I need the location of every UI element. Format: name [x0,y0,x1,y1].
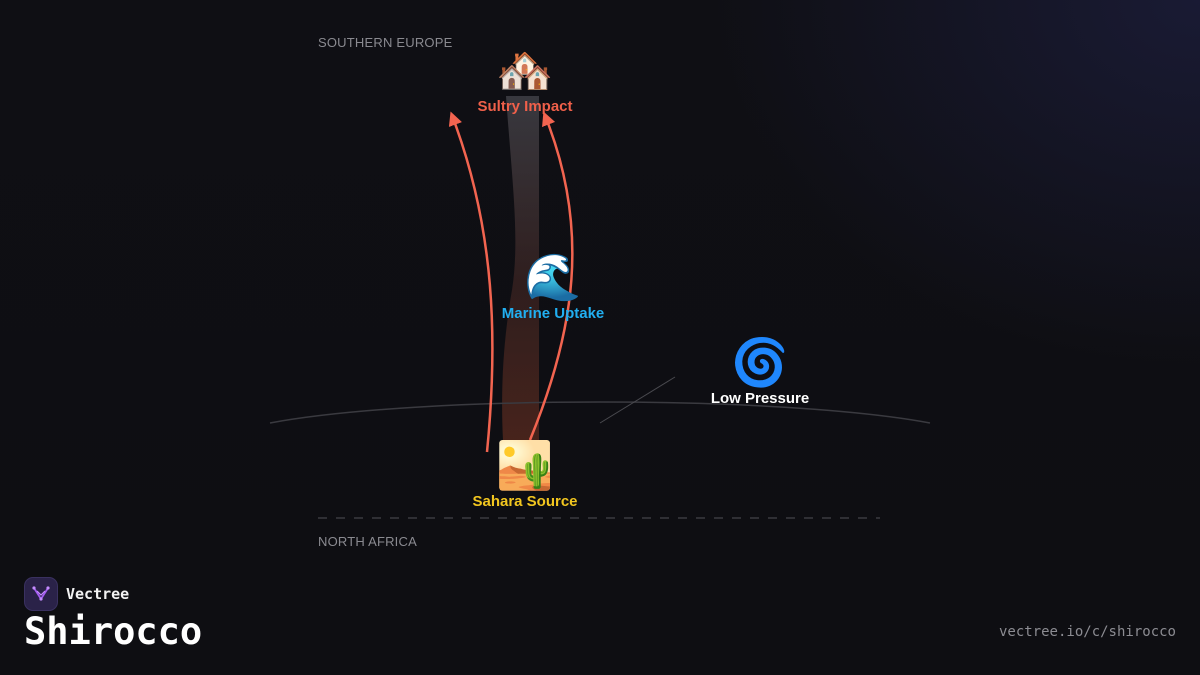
sea-boundary-arc [269,401,931,424]
node-sahara-source[interactable]: 🏜️ Sahara Source [472,439,577,510]
node-low-pressure[interactable]: 🌀 Low Pressure [711,336,809,407]
pressure-connector [599,376,676,424]
node-label: Sultry Impact [477,98,573,115]
node-sultry-impact[interactable]: 🏘️ Sultry Impact [477,44,572,115]
node-label: Low Pressure [710,390,810,407]
region-label-north: SOUTHERN EUROPE [318,35,453,50]
cyclone-icon: 🌀 [731,335,789,389]
brand-header[interactable]: Vectree [24,577,129,611]
page-title: Shirocco [24,610,203,653]
flow-arrow-right [528,111,574,441]
node-label: Marine Uptake [501,305,605,322]
vectree-logo-icon [24,577,58,611]
wave-icon: 🌊 [524,250,582,304]
brand-name: Vectree [66,585,130,603]
source-url-link[interactable]: vectree.io/c/shirocco [998,624,1176,640]
node-label: Sahara Source [472,493,578,510]
houses-icon: 🏘️ [496,43,554,97]
region-label-south: NORTH AFRICA [318,534,417,549]
node-marine-uptake[interactable]: 🌊 Marine Uptake [502,251,605,322]
flow-arrow-left [448,111,494,453]
dust-plume [502,96,539,440]
desert-icon: 🏜️ [496,438,554,492]
